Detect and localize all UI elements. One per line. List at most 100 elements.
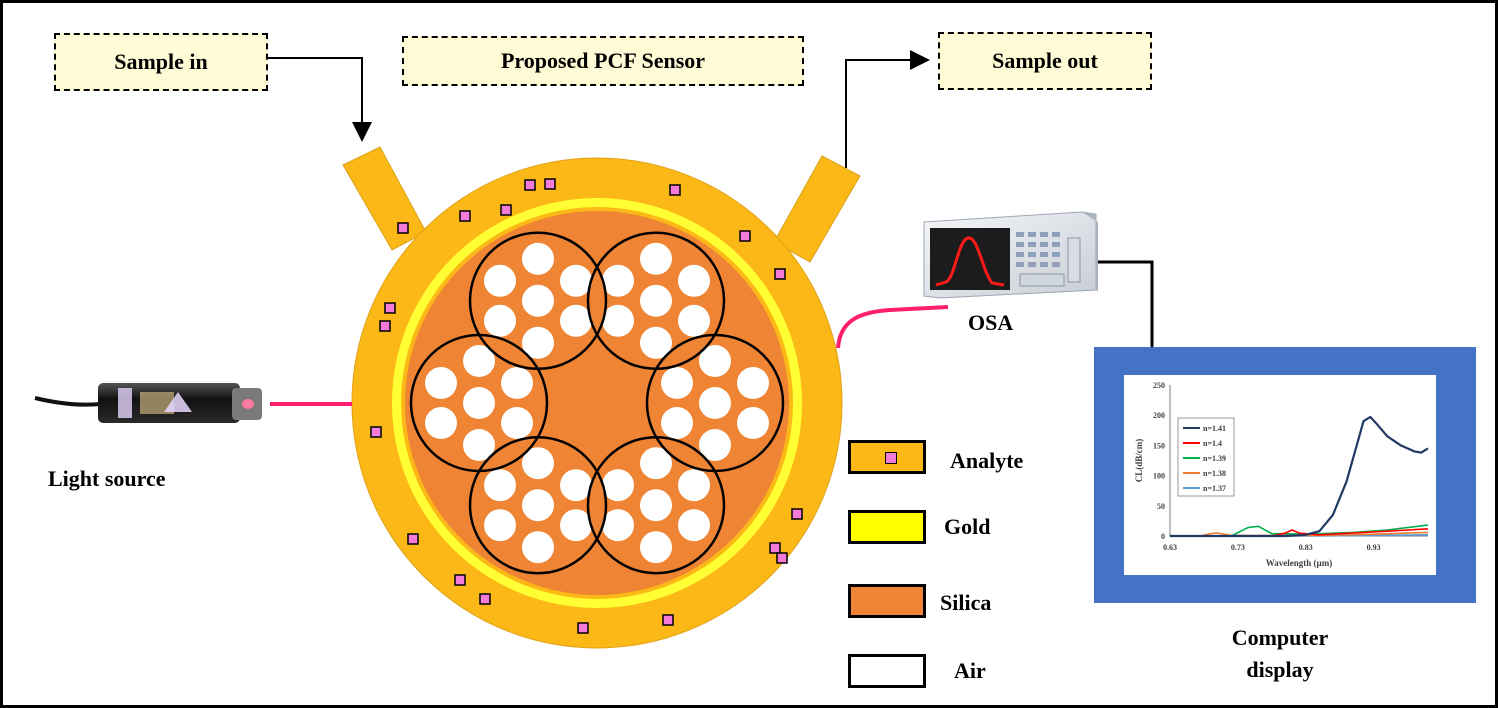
air-hole [699,429,731,461]
air-hole [678,264,710,297]
air-hole [484,304,516,337]
core-clusters-group [409,231,785,575]
air-hole [602,264,634,297]
outlet-tube [773,155,861,263]
light-source-device [34,383,262,423]
legend-label-gold: Gold [944,514,991,539]
air-hole [737,407,769,439]
analyte-particle [384,302,396,314]
analyte-particle [459,210,471,222]
air-hole [661,367,693,399]
analyte-particle [544,178,556,190]
air-hole [463,429,495,461]
analyte-particle [739,230,751,242]
analyte-particle [791,508,803,520]
air-hole [522,531,554,564]
air-hole [678,469,710,502]
analyte-particle [577,622,589,634]
proposed-sensor-label: Proposed PCF Sensor [500,48,706,73]
air-hole [522,326,554,359]
air-hole [602,509,634,542]
computer-display-label: Computer display [1231,625,1329,682]
air-hole [463,387,495,419]
air-hole [522,242,554,275]
y-tick-label: 100 [1153,472,1165,481]
air-hole [425,407,457,439]
air-hole [484,509,516,542]
legend-label-silica: Silica [940,590,992,615]
analyte-particles-group [370,178,803,634]
analyte-particle [379,320,391,332]
proposed-sensor-box: Proposed PCF Sensor [402,36,804,86]
air-hole [501,367,533,399]
sample-in-box: Sample in [54,33,268,91]
air-hole [661,407,693,439]
y-tick-label: 50 [1157,502,1165,511]
air-hole [463,345,495,377]
analyte-particle [524,179,536,191]
y-axis-label: CL(dB/cm) [1134,439,1144,483]
analyte-particle [669,184,681,196]
air-hole [560,509,592,542]
chart-legend-label: n=1.39 [1203,454,1226,463]
x-axis-label: Wavelength (µm) [1266,558,1332,568]
air-hole [501,407,533,439]
analyte-particle [776,552,788,564]
air-hole [560,304,592,337]
legend-swatch-air [848,654,926,688]
legend-label-analyte: Analyte [950,448,1024,473]
air-hole [640,531,672,564]
x-tick-label: 0.83 [1299,543,1313,552]
air-hole [484,264,516,297]
y-tick-label: 150 [1153,441,1165,450]
air-hole [522,447,554,480]
core-cluster-ring [468,231,608,371]
y-tick-label: 200 [1153,411,1165,420]
series-line-n141 [1170,415,1429,538]
computer-display-screen [1124,375,1436,575]
osa-computer-cable [1098,260,1154,348]
core-cluster-ring [468,435,608,575]
analyte-particle [454,574,466,586]
air-hole [699,387,731,419]
analyte-particle [397,222,409,234]
air-hole [425,367,457,399]
legend-label-air: Air [954,658,986,683]
air-hole [699,345,731,377]
osa-device [923,211,1098,299]
air-hole [484,469,516,502]
sample-out-arrow [845,50,930,168]
analyte-particle [479,593,491,605]
x-tick-label: 0.93 [1367,543,1381,552]
series-line-n139 [1170,524,1429,537]
core-cluster-ring [586,435,726,575]
chart-legend-label: n=1.4 [1203,439,1222,448]
air-hole [560,264,592,297]
air-hole [640,489,672,522]
analyte-particle [662,614,674,626]
osa-label: OSA [968,310,1014,335]
air-hole [678,304,710,337]
inlet-tube [342,146,427,251]
sample-out-box: Sample out [938,32,1152,90]
analyte-particle [500,204,512,216]
air-hole [640,242,672,275]
analyte-particle [774,268,786,280]
sample-in-arrow [268,57,372,142]
air-hole [640,326,672,359]
air-hole [602,304,634,337]
air-hole [640,447,672,480]
air-hole [522,284,554,317]
x-tick-label: 0.73 [1231,543,1245,552]
x-tick-label: 0.63 [1163,543,1177,552]
y-tick-label: 0 [1161,532,1165,541]
legend-swatch-gold [848,510,926,544]
air-hole [737,367,769,399]
analyte-particle [407,533,419,545]
sample-out-label: Sample out [992,48,1098,73]
chart-legend-label: n=1.41 [1203,424,1226,433]
air-hole [678,509,710,542]
y-tick-label: 250 [1153,381,1165,390]
air-hole [640,284,672,317]
